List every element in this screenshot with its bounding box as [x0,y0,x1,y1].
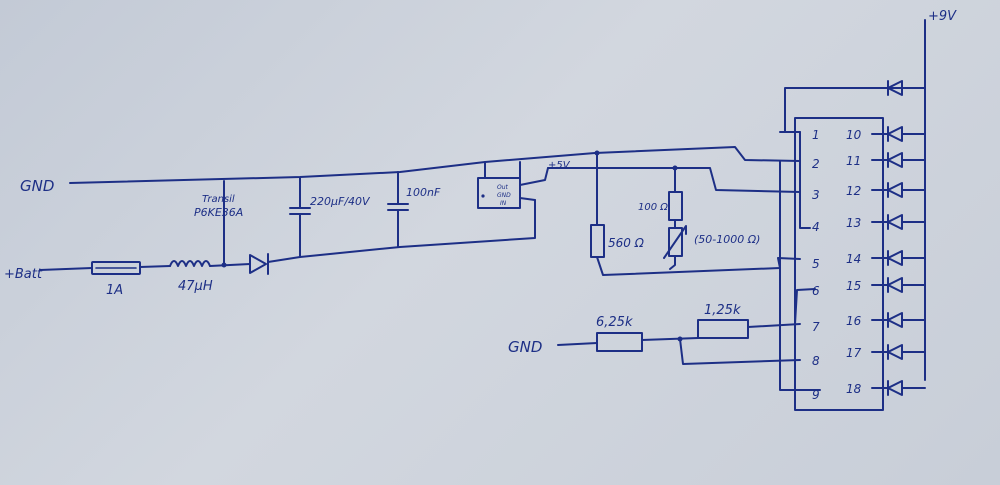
variable-resistor [663,219,687,270]
ic-pin-right-16: 16 [846,314,862,328]
left-return-wire [779,160,821,391]
led-diode-10 [871,126,926,142]
divider-to-pin8-wire [679,338,801,365]
transil-diode [249,253,269,275]
divider-to-pin7-wire [747,323,801,328]
fuse-to-inductor-wire [139,265,171,268]
fuse-label: 1A [106,283,123,298]
led-diode-13 [871,214,926,230]
fuse [91,261,141,275]
ic-pin-right-17: 17 [846,346,862,360]
ic-pin-right-12: 12 [846,184,861,198]
ic-pin-left-6: 6 [812,284,820,298]
gnd-bottom-wire [557,342,598,346]
inductor [169,260,211,267]
transil-label-1: Transil [202,194,235,205]
ic-pin-left-5: 5 [812,257,820,271]
gnd-bottom-label: GND [508,338,542,356]
rvar-label: (50-1000 Ω) [694,233,760,246]
gnd-rail-wire [69,146,801,184]
led-diode-14 [871,250,926,266]
gnd-top-label: GND [20,177,54,195]
plus5v-label: +5V [548,160,571,171]
reg-out-label: Out [497,184,509,191]
resistor-6-25k [596,332,643,352]
inductor-label: 47µH [178,279,213,294]
r125-label: 1,25k [704,303,741,318]
capacitor-220uf [289,177,311,258]
reg-gnd-label: GND [497,192,511,199]
ic-pin-left-1: 1 [812,128,820,142]
diode-bar [871,80,926,396]
resistor-1-25k [697,319,749,339]
inductor-to-diode-wire [209,263,251,267]
ic-pin-right-10: 10 [846,128,862,142]
r100-label: 100 Ω [638,202,668,213]
cap2-label: 100nF [406,186,441,199]
ic-pin-left-7: 7 [812,320,820,334]
batt-label: +Batt [4,267,43,282]
ic-pin-left-2: 2 [812,157,820,171]
protected-rail-wire [267,199,536,263]
top-feedback-wire [784,87,926,133]
led-diode-11 [871,152,926,168]
ic-pin-right-15: 15 [846,279,861,293]
ic-pin-left-4: 4 [812,220,820,234]
ic-pin-left-9: 9 [812,388,820,402]
capacitor-100nf [387,171,409,248]
divider-mid-wire [641,337,699,341]
ic-pin-right-18: 18 [846,382,862,396]
plus9v-label: +9V [928,9,957,24]
resistor-100 [668,167,683,221]
plus5v-wire [547,167,801,193]
ic-pin-left-8: 8 [812,354,820,368]
led-diode-top [887,80,903,96]
ic-pin-left-3: 3 [812,188,820,202]
cap1-label: 220µF/40V [310,195,371,208]
led-diode-12 [871,182,926,198]
reg-in-label: IN [500,200,507,207]
ic-body [794,117,884,411]
resistor-560 [590,152,801,276]
led-diode-16 [871,312,926,328]
ic-pins-left: 1 2 3 4 5 6 7 8 9 [812,128,820,402]
batt-rail-wire [39,267,93,271]
r560-label: 560 Ω [608,236,645,250]
ic-pin-right-11: 11 [846,154,861,168]
r625-label: 6,25k [596,315,633,330]
transil-label-2: P6KE36A [194,206,243,219]
ic-pin-right-13: 13 [846,216,861,230]
ic-pin-right-14: 14 [846,252,861,266]
voltage-regulator [477,161,549,209]
led-diode-18 [871,380,926,396]
ic-pins-right: 10 11 12 13 14 15 16 17 18 [846,128,862,396]
led-diode-17 [871,344,926,360]
led-diode-15 [871,277,926,293]
